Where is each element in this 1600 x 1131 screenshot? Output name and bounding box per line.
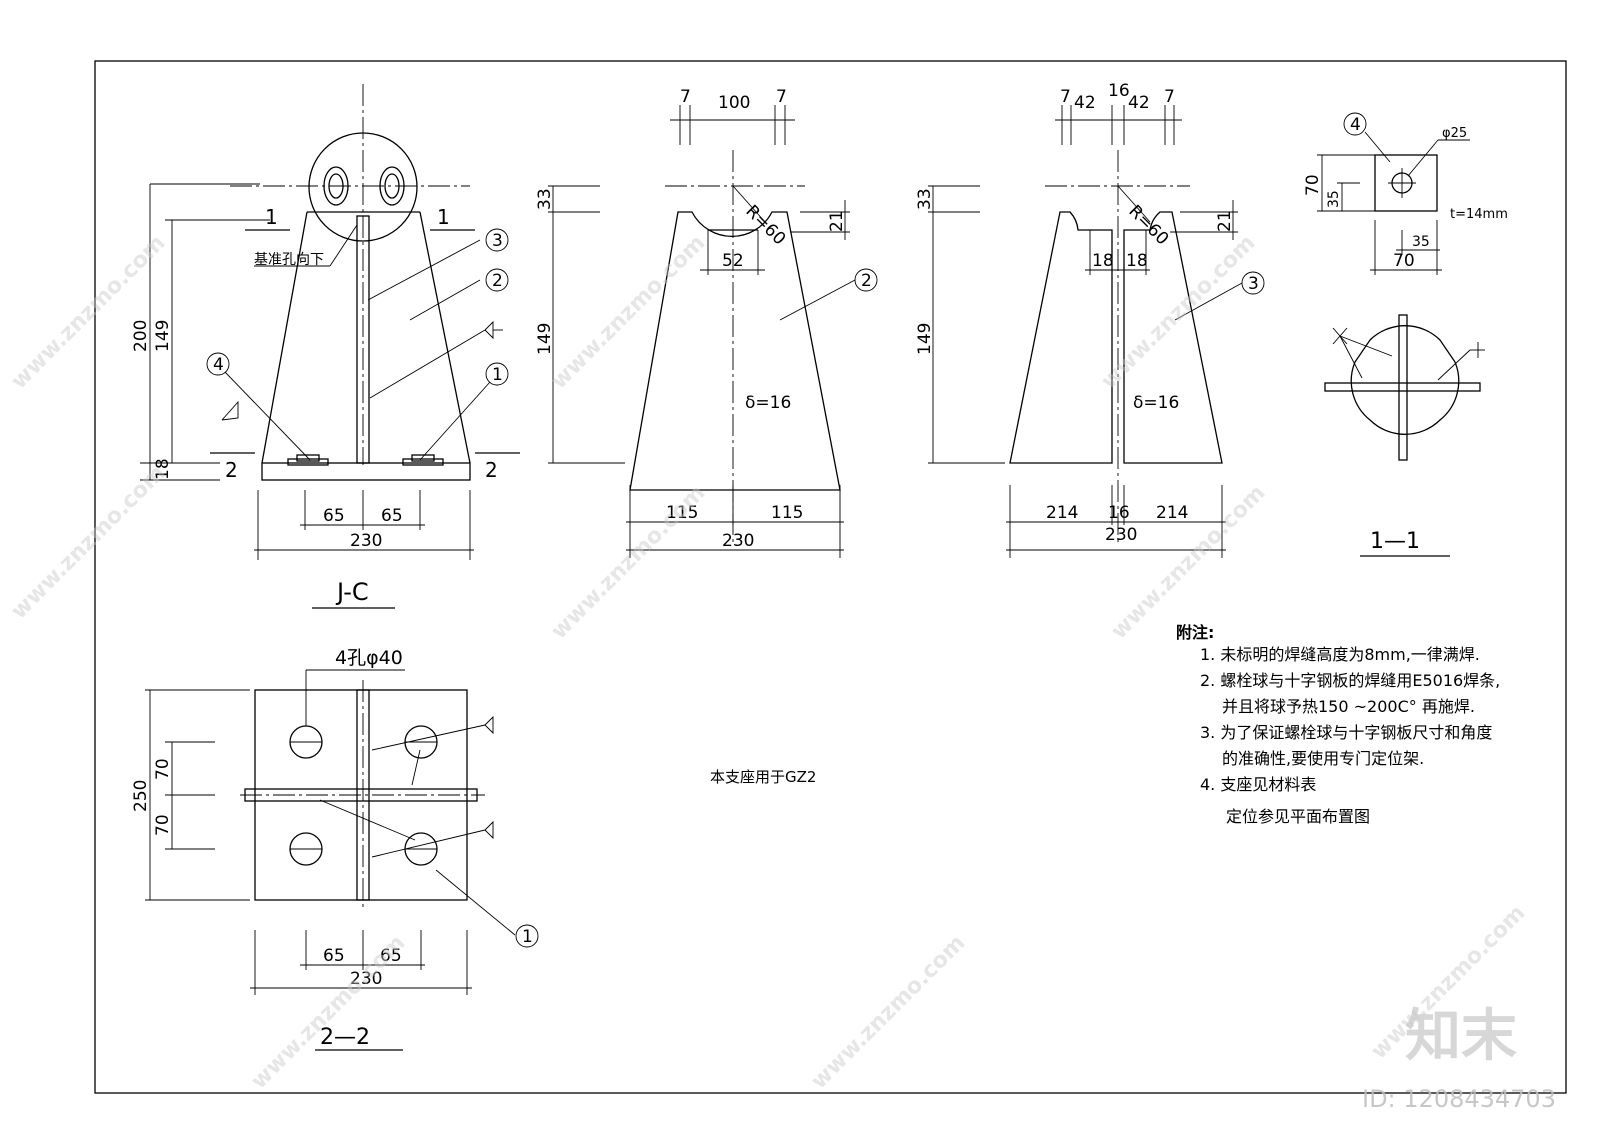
plan-callout: 1	[522, 927, 533, 947]
plate3-thickness: δ=16	[1133, 393, 1179, 413]
base-plate	[261, 462, 471, 481]
plate3-dim-e2: 42	[1074, 93, 1096, 113]
plan-dim-half-b: 65	[380, 946, 402, 966]
drawing-border	[94, 60, 1567, 1094]
plan-dim-width: 230	[350, 969, 382, 989]
vertical-rib-section	[1398, 314, 1408, 461]
notes-heading: 附注:	[1176, 623, 1214, 642]
plate2-thickness: δ=16	[745, 393, 791, 413]
washer-view: φ25 4 70 35 35 70 t=14mm	[1303, 112, 1508, 275]
brand-id: ID: 1208434703	[1362, 1085, 1556, 1113]
dim-half-b: 65	[381, 506, 403, 526]
plate3-dim-notch: 21	[1215, 210, 1235, 232]
plate3-dim-height: 149	[915, 323, 935, 355]
plate2-dim-half-b: 115	[771, 503, 803, 523]
callout-1-elev: 1	[492, 365, 503, 385]
callout-2-elev: 2	[492, 271, 503, 291]
plate3-dim-top: 33	[915, 188, 935, 210]
watermark: www.znzmo.com	[7, 230, 171, 394]
plate2-dim-width: 230	[722, 531, 754, 551]
plate3-dim-s2: 18	[1126, 251, 1148, 271]
dim-base-height: 18	[153, 458, 173, 480]
plate2-dim-mid: 100	[718, 93, 750, 113]
section-1-1-view: 1—1	[1324, 314, 1485, 557]
plan-dim-r2: 70	[153, 814, 173, 836]
washer-thickness: t=14mm	[1450, 207, 1508, 222]
watermark: www.znzmo.com	[1097, 230, 1261, 394]
plate2-dim-notch-width: 52	[722, 251, 744, 271]
plan-dim-half-a: 65	[323, 946, 345, 966]
watermark: www.znzmo.com	[547, 230, 711, 394]
washer-dim-w: 70	[1393, 251, 1415, 271]
plan-holes-label: 4孔φ40	[335, 647, 403, 669]
section-mark-1-left: 1	[265, 205, 278, 229]
note-line-7: 定位参见平面布置图	[1226, 807, 1370, 826]
dim-plate-height: 149	[153, 320, 173, 352]
section-1-1-title: 1—1	[1370, 529, 1420, 554]
plan-2-2-view: 4孔φ40 1 250 70 70 65 65 230 2—2	[131, 647, 539, 1051]
plate3-dim-w2: 214	[1156, 503, 1188, 523]
section-mark-2-left: 2	[225, 458, 238, 482]
datum-hole-note: 基准孔向下	[254, 251, 324, 268]
brand-logo: 知末	[1405, 1004, 1517, 1069]
plate-2-outline	[629, 211, 841, 491]
plan-2-2-title: 2—2	[320, 1025, 370, 1050]
plate3-dim-e3: 42	[1128, 93, 1150, 113]
plate2-dim-notch: 21	[827, 210, 847, 232]
plate3-dim-c: 16	[1108, 81, 1130, 101]
notes-block: 附注: 1. 未标明的焊缝高度为8mm,一律满焊. 2. 螺栓球与十字钢板的焊缝…	[1176, 623, 1500, 826]
plate3-dim-e4: 7	[1164, 87, 1175, 107]
plate3-dim-width: 230	[1105, 525, 1137, 545]
plate3-dim-s1: 18	[1092, 251, 1114, 271]
elevation-view: 1 1 2 2 基准孔向下 3 2 1 4 200 149 1	[131, 84, 520, 609]
ball-section	[1350, 325, 1460, 435]
plan-dim-r1: 70	[153, 758, 173, 780]
plate-3-right-half	[1123, 211, 1223, 464]
plate2-dim-edge-right: 7	[776, 87, 787, 107]
plate3-callout: 3	[1248, 274, 1259, 294]
plate2-radius: R=60	[741, 201, 789, 249]
plate2-dim-edge-left: 7	[680, 87, 691, 107]
plate-3-left-half	[1009, 211, 1113, 464]
plate-2-view: 52 R=60 δ=16 2 7 100 7 33 149 21 115	[535, 87, 878, 558]
washer-callout: 4	[1350, 115, 1361, 135]
elevation-title: J-C	[335, 578, 369, 606]
usage-note: 本支座用于GZ2	[710, 768, 816, 786]
plan-dim-height: 250	[131, 780, 151, 812]
dim-half-a: 65	[323, 506, 345, 526]
watermark: www.znzmo.com	[1107, 480, 1271, 644]
callout-4-elev: 4	[213, 355, 224, 375]
dim-width: 230	[350, 531, 382, 551]
note-line-1: 1. 未标明的焊缝高度为8mm,一律满焊.	[1200, 645, 1480, 664]
section-mark-2-right: 2	[485, 458, 498, 482]
watermark: www.znzmo.com	[547, 480, 711, 644]
callout-3-elev: 3	[492, 231, 503, 251]
note-line-4: 3. 为了保证螺栓球与十字钢板尺寸和角度	[1200, 723, 1492, 742]
gusset-plate	[261, 211, 308, 464]
plate3-dim-w1: 214	[1046, 503, 1078, 523]
plate2-callout: 2	[861, 271, 872, 291]
washer-dim-h: 70	[1303, 174, 1323, 196]
watermark: www.znzmo.com	[807, 930, 971, 1094]
note-line-3: 并且将球予热150 ~200C° 再施焊.	[1222, 697, 1475, 716]
plate3-dim-e1: 7	[1060, 87, 1071, 107]
note-line-6: 4. 支座见材料表	[1200, 775, 1316, 794]
washer-hole-diameter: φ25	[1442, 126, 1467, 141]
horizontal-rib-section	[1324, 382, 1481, 392]
plate2-dim-half-a: 115	[666, 503, 698, 523]
plate-3-view: 18 18 R=60 δ=16 3 7 42 16 42 7 33 149 21	[915, 81, 1265, 558]
note-line-5: 的准确性,要使用专门定位架.	[1222, 749, 1424, 768]
plate3-radius: R=60	[1124, 201, 1172, 249]
watermark: www.znzmo.com	[7, 460, 171, 624]
plate3-dim-wc: 16	[1108, 503, 1130, 523]
dim-total-height: 200	[131, 320, 151, 352]
washer-dim-h-half: 35	[1326, 190, 1342, 208]
section-mark-1-right: 1	[437, 205, 450, 229]
washer-dim-w-half: 35	[1412, 234, 1430, 250]
plate2-dim-height: 149	[535, 323, 555, 355]
washer-plate	[1374, 154, 1438, 212]
plate2-dim-top: 33	[535, 188, 555, 210]
note-line-2: 2. 螺栓球与十字钢板的焊缝用E5016焊条,	[1200, 671, 1500, 690]
